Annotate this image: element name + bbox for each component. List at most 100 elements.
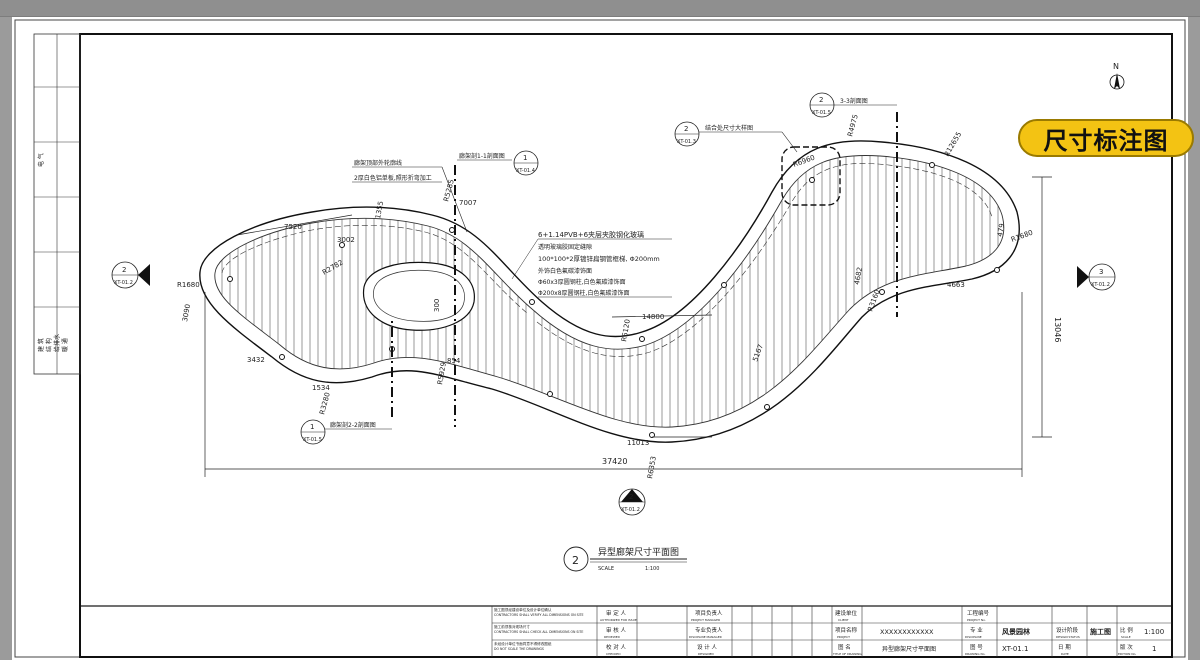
tb-label: 建设单位 <box>835 609 858 617</box>
elevation-number: 3 <box>1099 268 1103 276</box>
north-arrow-icon: N <box>1109 62 1125 90</box>
dim-text: 11013 <box>627 439 649 447</box>
drawing-sheet: 电 气 建 筑 结 构 给排水 暖 通 <box>12 17 1194 660</box>
dimension-texts: 37420 13046 7520 R5285 7007 R4975 R12655… <box>177 114 1062 480</box>
disclaimer-line: CONTRACTORS SHALL CHECK ALL DIMENSIONS O… <box>494 630 583 634</box>
tb-label: 日 期 <box>1058 644 1071 651</box>
tb-label-en: DISCIPLINE MANAGER <box>689 635 722 639</box>
tb-label: 项目名称 <box>835 626 858 634</box>
sheet-number-value: XT-01.1 <box>1002 645 1028 653</box>
section-badge: 尺寸标注图 <box>1018 119 1194 157</box>
elevation-ref: XT-01.2 <box>1091 282 1110 288</box>
tb-label-en: REVIEWED <box>604 635 621 639</box>
tb-label: 项目负责人 <box>695 609 723 617</box>
elevation-ref: XT-01.2 <box>621 507 640 513</box>
tb-label-en: DATE <box>1061 652 1069 656</box>
dim-text: R4975 <box>846 114 860 138</box>
side-label: 给排水 <box>53 334 61 352</box>
callout-label: 结合处尺寸大样图 <box>705 124 753 132</box>
note-text: 2厚白色铝单板,照形折弯加工 <box>354 174 432 182</box>
elevation-number: 2 <box>629 493 633 501</box>
dim-text: R6353 <box>646 456 658 480</box>
dim-text: 14800 <box>642 313 664 321</box>
callout-number: 1 <box>523 154 527 162</box>
tb-label-en: PROJECT <box>837 635 850 639</box>
inner-frame <box>79 33 1173 658</box>
note-text: Φ200x8厚圆钢柱,白色氟碳漆饰面 <box>538 289 629 297</box>
callout-ref: XT-01.5 <box>303 437 322 443</box>
title-block-text: 施工图须经建设单位及设计单位确认 CONTRACTORS SHALL VERIF… <box>494 607 1164 656</box>
discipline-value: 风景园林 <box>1002 627 1031 636</box>
section-callouts: 廊架剖1-1剖面图 1 XT-01.4 1 XT-01.5 廊架剖2-2剖面图 … <box>111 92 1116 516</box>
drawing-number: 2 <box>572 554 579 567</box>
side-label: 暖 通 <box>61 338 69 352</box>
disclaimer-line: 施工图须经建设单位及设计单位确认 <box>494 607 552 612</box>
dim-text: 3002 <box>337 236 355 244</box>
dim-text: 4682 <box>853 266 864 285</box>
dim-text: 4663 <box>947 281 965 289</box>
disclaimer-line: CONTRACTORS SHALL VERIFY ALL DIMENSIONS … <box>494 613 584 617</box>
dim-text: 1355 <box>374 200 385 219</box>
side-label: 建 筑 <box>37 338 45 352</box>
callout-label: 廊架剖2-2剖面图 <box>330 421 376 429</box>
dim-text: 3432 <box>247 356 265 364</box>
north-label: N <box>1113 62 1119 71</box>
drawing-title: 异型廊架尺寸平面图 <box>598 546 679 558</box>
drawing-name-value: 异型廊架尺寸平面图 <box>882 645 936 653</box>
tb-label-en: TITLE OF DRAWING <box>832 652 862 656</box>
tb-label-en: CHECKED <box>606 652 621 656</box>
dim-text: R1680 <box>1010 229 1034 244</box>
callout-ref: XT-01.5 <box>812 110 831 116</box>
tb-label-en: DESIGN STATUS <box>1056 635 1080 639</box>
dim-text: R3280 <box>318 392 332 416</box>
scale-label: SCALE <box>598 566 614 572</box>
dim-text: 3090 <box>181 303 192 322</box>
side-label: 电 气 <box>37 153 45 167</box>
tb-label: 审 定 人 <box>606 609 626 617</box>
dim-text: R5285 <box>442 179 456 203</box>
note-text: Φ60x3厚圆钢柱,白色氟碳漆饰面 <box>538 278 626 286</box>
scale-value: 1:100 <box>1144 628 1164 636</box>
disclaimer-line: DO NOT SCALE THE DRAWINGS <box>494 647 544 651</box>
tb-label: 专业负责人 <box>695 626 723 634</box>
elevation-number: 2 <box>122 266 126 274</box>
dim-text: 1534 <box>312 384 330 392</box>
project-name-value: XXXXXXXXXXXX <box>880 628 934 636</box>
side-label: 结 构 <box>45 338 53 352</box>
tb-label-en: PROJECT No. <box>967 618 986 622</box>
tb-label: 设 计 人 <box>697 643 717 651</box>
dim-text: R1680 <box>177 281 200 289</box>
dim-text: R5929 <box>436 362 448 386</box>
dim-text: 7520 <box>284 223 302 231</box>
callout-number: 2 <box>684 125 688 133</box>
side-strip: 电 气 建 筑 结 构 给排水 暖 通 <box>33 33 81 375</box>
tb-label: 图 名 <box>838 643 851 651</box>
tb-label-en: SCALE <box>1121 635 1131 639</box>
tb-label: 专 业 <box>970 626 983 634</box>
callout-number: 1 <box>310 423 314 431</box>
callout-number: 2 <box>819 96 823 104</box>
tb-label-en: DISCIPLINE <box>965 635 982 639</box>
dim-text: 300 <box>433 299 441 312</box>
title-block <box>79 605 1173 658</box>
tb-label: 比 例 <box>1120 626 1133 634</box>
viewer-toolbar <box>0 0 1200 17</box>
drawing-title-block: 2 异型廊架尺寸平面图 SCALE 1:100 <box>563 546 687 572</box>
callout-ref: XT-01.3 <box>677 139 696 145</box>
tb-label-en: DESIGNED <box>698 652 714 656</box>
tb-label: 校 对 人 <box>606 643 626 651</box>
note-text: 6+1.14PVB+6夹层夹胶钢化玻璃 <box>538 230 644 239</box>
dim-text: R12655 <box>943 130 963 158</box>
note-text: 外饰白色氟碳漆饰面 <box>538 267 592 275</box>
note-text: 廊架顶部外轮廓线 <box>354 159 402 167</box>
tb-label-en: AUTHORIZED FOR ISSUE <box>600 618 637 622</box>
elevation-ref: XT-01.2 <box>114 280 133 286</box>
edition-value: 1 <box>1152 645 1156 653</box>
stage-value: 施工图 <box>1090 627 1111 636</box>
callout-ref: XT-01.4 <box>516 168 535 174</box>
outer-frame <box>14 19 1186 658</box>
tb-label-en: CLIENT <box>838 618 849 622</box>
tb-label: 审 核 人 <box>606 626 626 634</box>
overall-width-dim: 37420 <box>602 457 627 466</box>
